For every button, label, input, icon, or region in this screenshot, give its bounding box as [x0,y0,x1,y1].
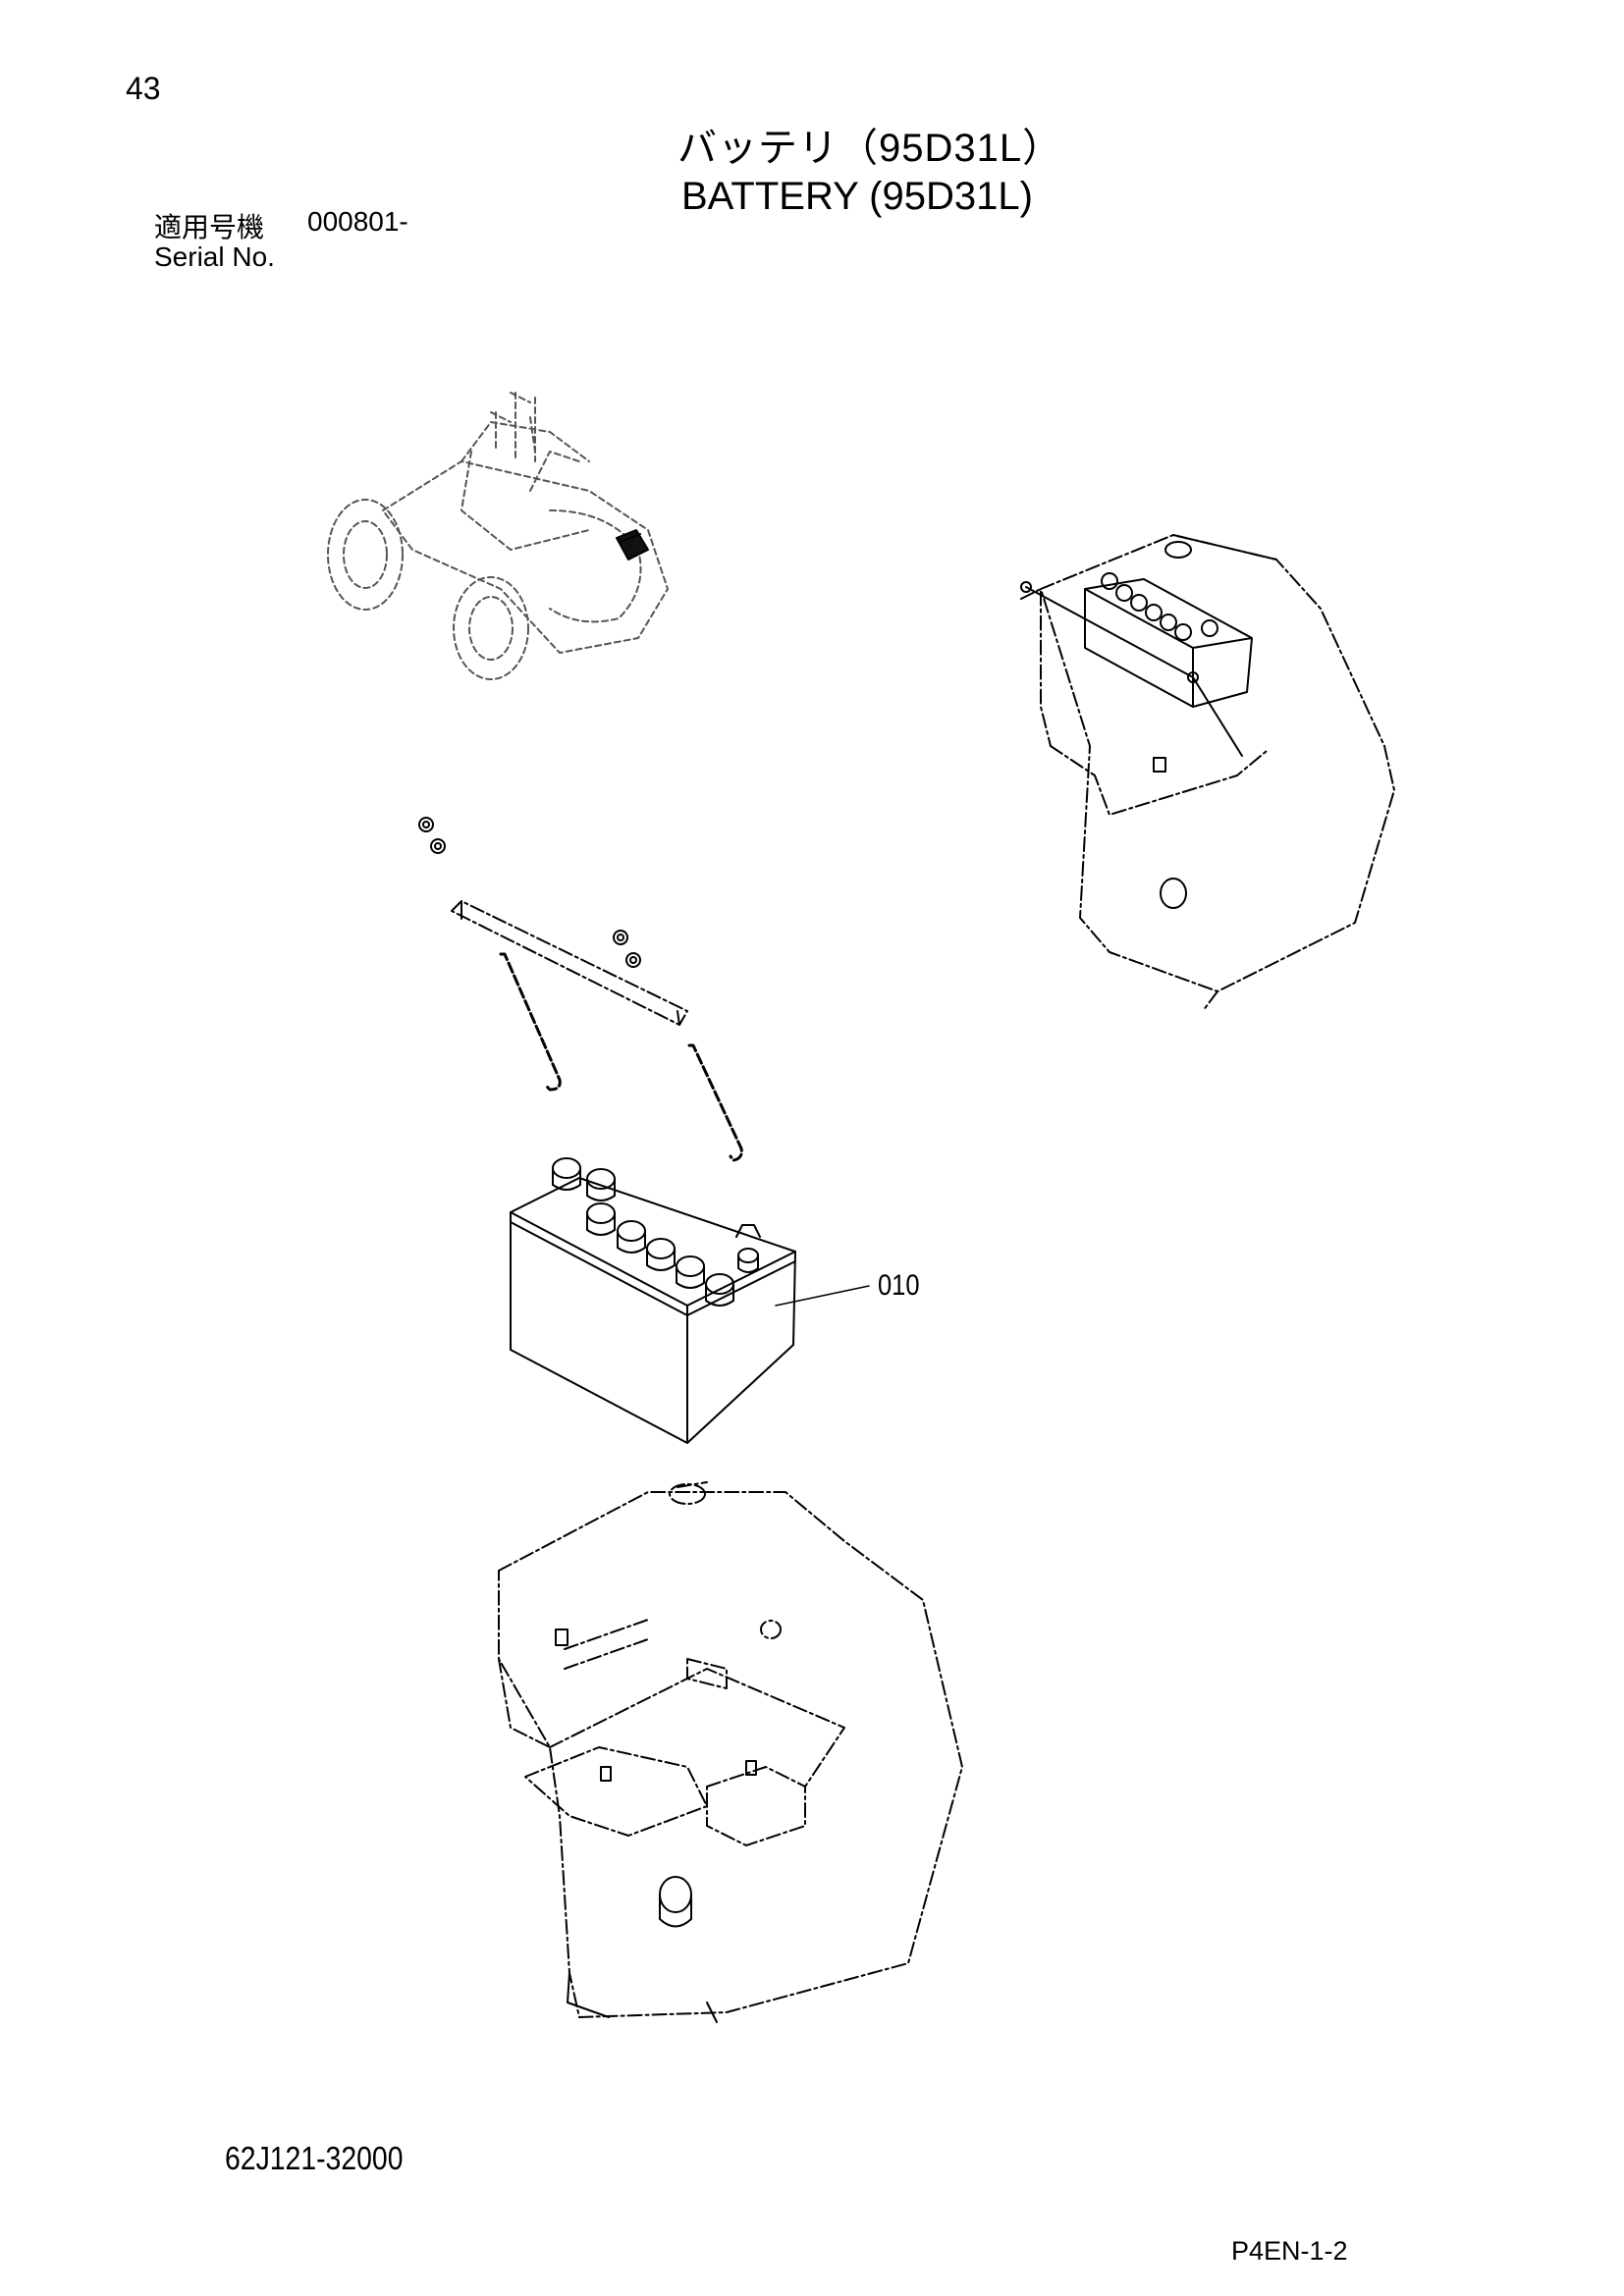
callout-leader-010 [776,1286,869,1306]
serial-label-english: Serial No. [154,241,275,272]
title-english: BATTERY (95D31L) [681,175,1033,218]
callout-010-label: 010 [878,1269,920,1302]
page-number: 43 [126,71,161,106]
assembled-view [1021,535,1394,1011]
machine-location-sketch [328,393,668,679]
battery-010 [511,1158,795,1443]
battery-location-marker [617,530,648,560]
drawing-number: 62J121-32000 [225,2140,404,2176]
page-code: P4EN-1-2 [1231,2236,1348,2266]
assembled-battery [1021,542,1252,908]
hold-down-bar [452,901,687,1025]
serial-number-value: 000801- [307,206,408,237]
serial-label-japanese: 適用号機 [154,212,265,242]
bracket-details [556,1629,756,2022]
title-japanese: バッテリ（95D31L） [677,127,1063,170]
j-bolts [501,954,741,1160]
battery-bracket [499,1482,962,2017]
nuts [419,818,640,967]
